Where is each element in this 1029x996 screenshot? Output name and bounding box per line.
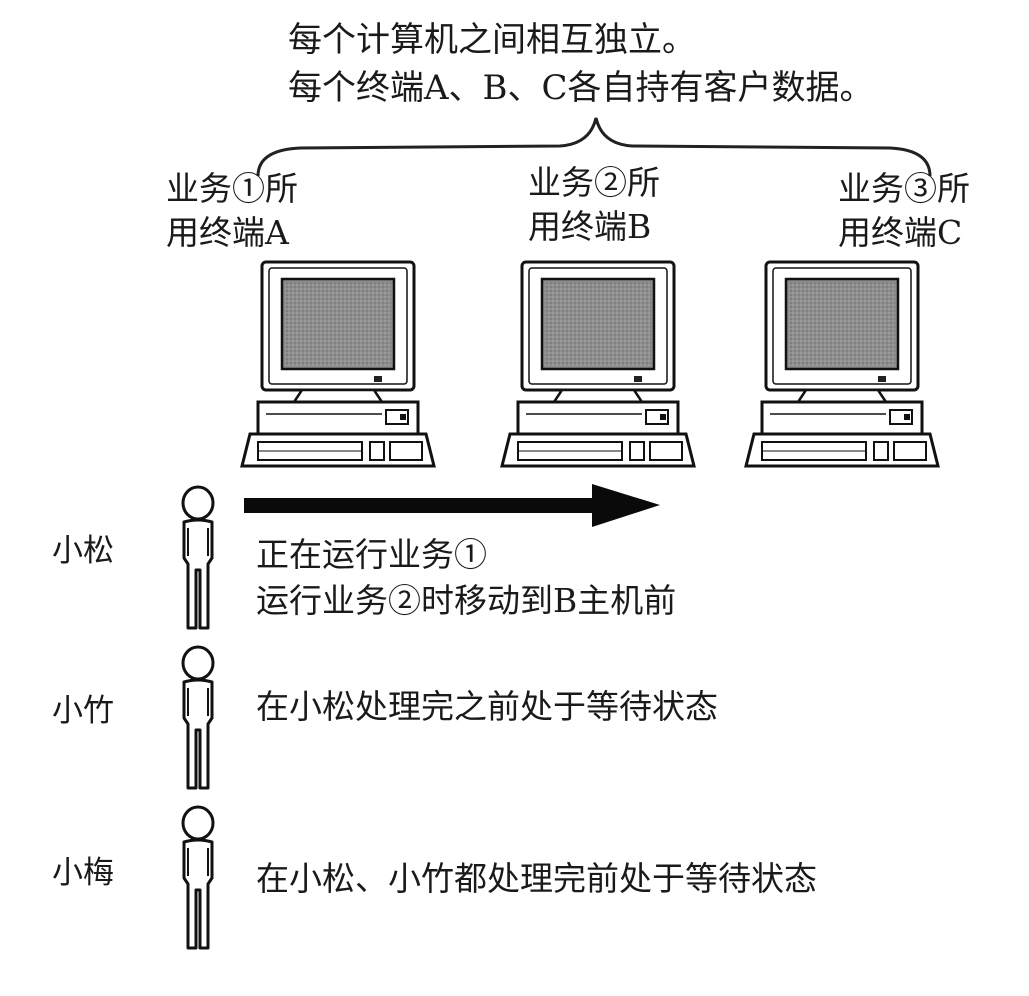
person-name-koume: 小梅	[52, 855, 114, 891]
person-kotake-icon	[181, 645, 215, 790]
computer-a-icon	[240, 260, 436, 468]
person-koume-icon	[181, 805, 215, 950]
person-name-kotake: 小竹	[52, 693, 114, 729]
computer-c-icon	[744, 260, 940, 468]
header-line-2: 每个终端A、B、C各自持有客户数据。	[288, 68, 874, 108]
grouping-brace	[256, 117, 932, 177]
terminal-b-label-2: 用终端B	[528, 207, 652, 246]
terminal-c-label-1: 业务③所	[838, 169, 970, 208]
header-line-1: 每个计算机之间相互独立。	[288, 20, 696, 60]
terminal-a-label-2: 用终端A	[166, 213, 289, 252]
terminal-c-label-2: 用终端C	[838, 213, 963, 252]
status-kotake: 在小松处理完之前处于等待状态	[256, 687, 718, 726]
computer-b-icon	[500, 260, 696, 468]
status-komatsu-line-2: 运行业务②时移动到B主机前	[256, 581, 677, 620]
person-komatsu-icon	[181, 485, 215, 630]
status-koume: 在小松、小竹都处理完前处于等待状态	[256, 859, 817, 898]
move-arrow-icon	[244, 484, 660, 527]
terminal-b-label-1: 业务②所	[528, 163, 660, 202]
person-name-komatsu: 小松	[52, 533, 114, 569]
status-komatsu-line-1: 正在运行业务①	[256, 535, 487, 574]
terminal-a-label-1: 业务①所	[166, 169, 298, 208]
